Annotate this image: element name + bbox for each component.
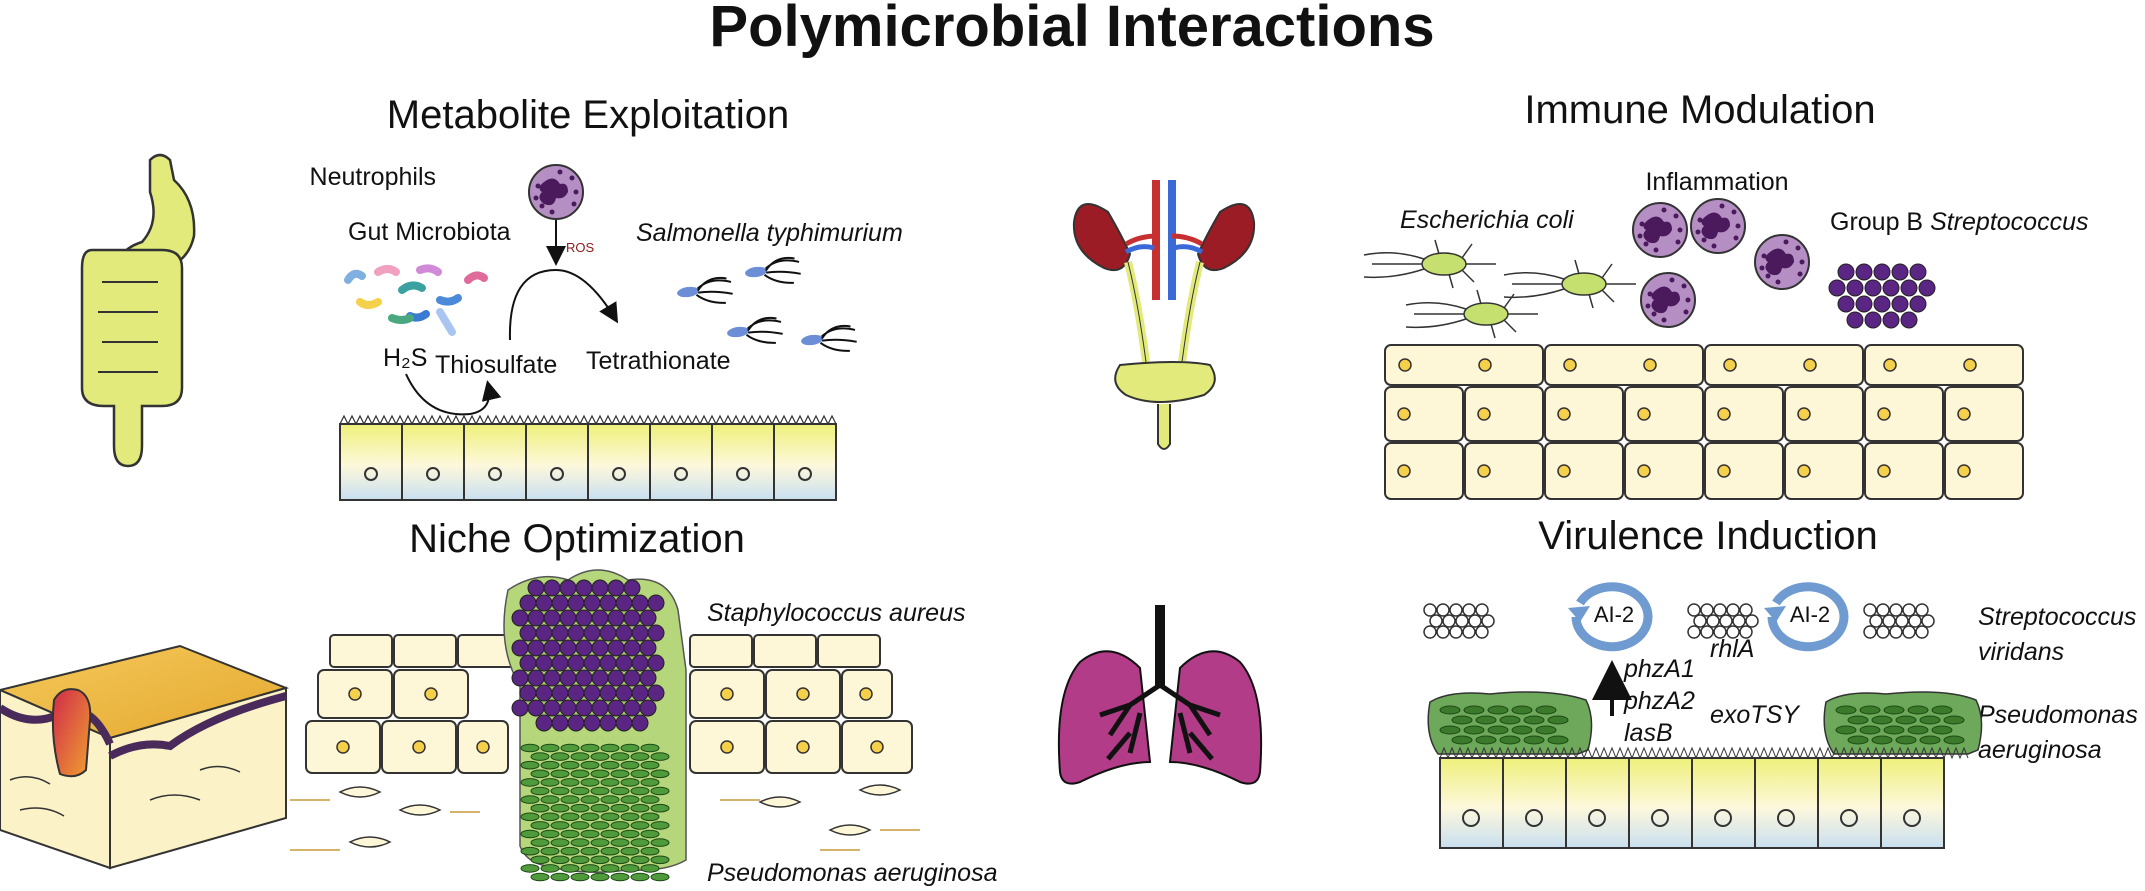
label-viridans: viridans bbox=[1978, 638, 2064, 666]
streptococcus-viridans-groups bbox=[1423, 603, 1935, 639]
staph-aureus-cluster bbox=[511, 579, 665, 732]
ai2-cycle-right: AI-2 bbox=[1764, 582, 1849, 652]
gene-rhla: rhlA bbox=[1710, 635, 1754, 663]
label-thiosulfate: Thiosulfate bbox=[435, 351, 557, 379]
label-ai2-left: AI-2 bbox=[1594, 602, 1634, 627]
label-pseudomonas-aeruginosa: Pseudomonas aeruginosa bbox=[707, 859, 998, 886]
label-h2s: H₂S bbox=[383, 344, 427, 372]
gut-epithelium bbox=[339, 414, 837, 501]
inflammation-neutrophils bbox=[1632, 198, 1810, 328]
h2s-arrow bbox=[405, 373, 502, 416]
label-pseudomonas: Pseudomonas bbox=[1978, 701, 2138, 729]
label-ros: ROS bbox=[566, 240, 595, 255]
label-neutrophils: Neutrophils bbox=[310, 163, 436, 191]
pathway-arrow bbox=[508, 268, 619, 341]
kidney-icon bbox=[1072, 180, 1256, 363]
lung-icon bbox=[1057, 605, 1263, 785]
heading-niche-optimization: Niche Optimization bbox=[409, 517, 745, 561]
skin-wound-icon bbox=[0, 644, 290, 870]
intestine-icon bbox=[80, 153, 196, 468]
fibroblasts bbox=[290, 784, 920, 851]
label-tetrathionate: Tetrathionate bbox=[586, 347, 731, 375]
ai2-cycle-left: AI-2 bbox=[1568, 582, 1653, 652]
genes-left: phzA1 phzA2 lasB bbox=[1623, 655, 1695, 747]
urothelium bbox=[1384, 344, 2024, 500]
bladder-icon bbox=[1114, 361, 1216, 450]
gene-phza2: phzA2 bbox=[1623, 687, 1695, 715]
label-salmonella: Salmonella typhimurium bbox=[636, 219, 903, 247]
ecoli-bacteria bbox=[1363, 239, 1637, 339]
label-staphylococcus-aureus: Staphylococcus aureus bbox=[707, 599, 965, 627]
gut-microbiota-bacteria bbox=[344, 264, 488, 336]
label-group-b-streptococcus: Group B Streptococcus bbox=[1830, 208, 2088, 236]
airway-epithelium bbox=[1439, 746, 1969, 849]
gene-exotsy: exoTSY bbox=[1710, 701, 1801, 729]
diagram-title: Polymicrobial Interactions bbox=[709, 0, 1434, 59]
label-gut-microbiota: Gut Microbiota bbox=[348, 218, 511, 246]
pseudomonas-cluster bbox=[520, 743, 670, 882]
pseudomonas-rods bbox=[1439, 705, 1965, 745]
genes-right: rhlA exoTSY bbox=[1710, 635, 1801, 729]
gene-phza1: phzA1 bbox=[1623, 655, 1695, 683]
label-inflammation: Inflammation bbox=[1645, 168, 1788, 196]
label-streptococcus: Streptococcus bbox=[1978, 603, 2136, 631]
heading-immune-modulation: Immune Modulation bbox=[1524, 88, 1875, 132]
skin-epithelium-nuclei bbox=[336, 687, 884, 754]
urothelium-nuclei bbox=[1397, 358, 1977, 478]
heading-virulence-induction: Virulence Induction bbox=[1538, 514, 1878, 558]
heading-metabolite-exploitation: Metabolite Exploitation bbox=[387, 93, 789, 137]
label-aeruginosa: aeruginosa bbox=[1978, 736, 2102, 764]
salmonella-bacteria bbox=[674, 255, 859, 359]
neutrophil-icon bbox=[528, 164, 584, 220]
group-b-streptococcus-cluster bbox=[1828, 263, 1936, 329]
gene-lasb: lasB bbox=[1624, 719, 1673, 747]
label-ai2-right: AI-2 bbox=[1790, 602, 1830, 627]
label-escherichia-coli: Escherichia coli bbox=[1400, 206, 1575, 234]
